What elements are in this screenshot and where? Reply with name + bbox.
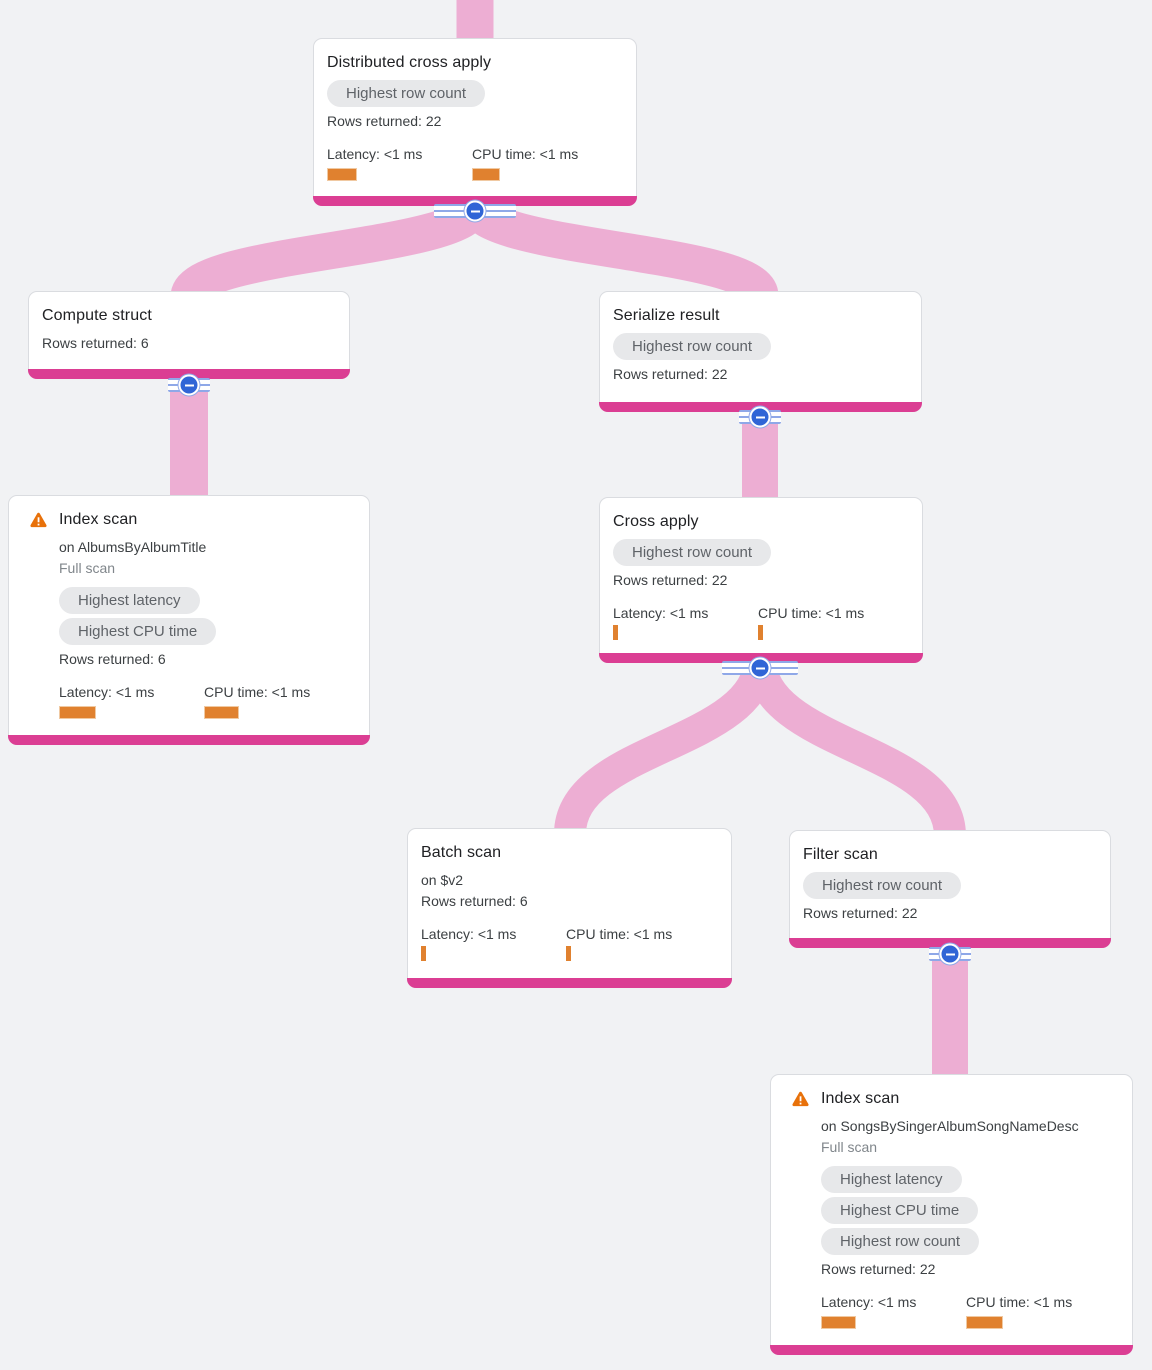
node-title: Compute struct	[42, 307, 152, 324]
badge-highest-row-count: Highest row count	[803, 872, 962, 899]
badge-highest-row-count: Highest row count	[821, 1228, 980, 1255]
latency-bar	[821, 1316, 856, 1329]
cpu-time-bar	[966, 1316, 1003, 1329]
cpu-time-label: CPU time: <1 ms	[472, 146, 579, 162]
rows-returned-label: Rows returned: 6	[42, 335, 149, 351]
badge-highest-cpu-time: Highest CPU time	[821, 1197, 979, 1224]
cpu-time-bar	[472, 168, 500, 181]
rows-returned-label: Rows returned: 22	[613, 572, 728, 588]
node-title: Cross apply	[613, 513, 699, 530]
metrics-row: Latency: <1 ms CPU time: <1 ms	[613, 603, 909, 640]
node-compute-struct[interactable]: Compute struct Rows returned: 6	[28, 291, 350, 379]
minus-icon	[749, 657, 771, 679]
rows-returned-label: Rows returned: 22	[327, 113, 442, 129]
node-title: Serialize result	[613, 307, 720, 324]
minus-icon	[464, 200, 486, 222]
metrics-row: Latency: <1 ms CPU time: <1 ms	[59, 682, 356, 719]
latency-label: Latency: <1 ms	[613, 605, 709, 621]
node-cross-apply[interactable]: Cross apply Highest row count Rows retur…	[599, 497, 923, 663]
rows-returned-label: Rows returned: 22	[821, 1261, 936, 1277]
node-title: Batch scan	[421, 844, 502, 861]
collapse-button[interactable]	[434, 200, 516, 222]
metrics-row: Latency: <1 ms CPU time: <1 ms	[327, 144, 623, 181]
collapse-button[interactable]	[722, 657, 798, 679]
badge-highest-row-count: Highest row count	[613, 539, 772, 566]
minus-icon	[749, 406, 771, 428]
node-footer-bar	[407, 978, 732, 988]
warning-icon	[792, 1091, 809, 1107]
rows-returned-label: Rows returned: 6	[59, 651, 166, 667]
node-distributed-cross-apply[interactable]: Distributed cross apply Highest row coun…	[313, 38, 637, 206]
node-title: Index scan	[821, 1090, 900, 1107]
badge-highest-latency: Highest latency	[59, 587, 200, 614]
latency-bar	[59, 706, 96, 719]
metrics-row: Latency: <1 ms CPU time: <1 ms	[421, 924, 718, 961]
scan-type-label: Full scan	[59, 560, 116, 576]
node-index-scan-albums[interactable]: Index scan on AlbumsByAlbumTitle Full sc…	[8, 495, 370, 745]
node-title: Distributed cross apply	[327, 54, 492, 71]
rows-returned-label: Rows returned: 22	[803, 905, 918, 921]
collapse-button[interactable]	[739, 406, 781, 428]
cpu-time-bar	[204, 706, 239, 719]
latency-bar	[421, 946, 426, 961]
latency-label: Latency: <1 ms	[59, 684, 155, 700]
cpu-time-bar	[566, 946, 571, 961]
metrics-row: Latency: <1 ms CPU time: <1 ms	[821, 1292, 1119, 1329]
latency-label: Latency: <1 ms	[821, 1294, 917, 1310]
latency-label: Latency: <1 ms	[327, 146, 423, 162]
collapse-button[interactable]	[929, 943, 971, 965]
node-filter-scan[interactable]: Filter scan Highest row count Rows retur…	[789, 830, 1111, 948]
cpu-time-label: CPU time: <1 ms	[566, 926, 673, 942]
node-index-scan-songs[interactable]: Index scan on SongsBySingerAlbumSongName…	[770, 1074, 1133, 1355]
node-subtitle: on SongsBySingerAlbumSongNameDesc	[821, 1118, 1079, 1134]
cpu-time-bar	[758, 625, 763, 640]
latency-label: Latency: <1 ms	[421, 926, 517, 942]
node-subtitle: on AlbumsByAlbumTitle	[59, 539, 207, 555]
node-title: Index scan	[59, 511, 138, 528]
minus-icon	[939, 943, 961, 965]
node-footer-bar	[770, 1345, 1133, 1355]
rows-returned-label: Rows returned: 6	[421, 893, 528, 909]
latency-bar	[613, 625, 618, 640]
cpu-time-label: CPU time: <1 ms	[966, 1294, 1073, 1310]
rows-returned-label: Rows returned: 22	[613, 366, 728, 382]
node-subtitle: on $v2	[421, 872, 464, 888]
badge-highest-cpu-time: Highest CPU time	[59, 618, 217, 645]
badge-highest-row-count: Highest row count	[327, 80, 486, 107]
scan-type-label: Full scan	[821, 1139, 878, 1155]
node-title: Filter scan	[803, 846, 878, 863]
minus-icon	[178, 374, 200, 396]
latency-bar	[327, 168, 357, 181]
badge-highest-row-count: Highest row count	[613, 333, 772, 360]
node-serialize-result[interactable]: Serialize result Highest row count Rows …	[599, 291, 922, 412]
cpu-time-label: CPU time: <1 ms	[204, 684, 311, 700]
badge-highest-latency: Highest latency	[821, 1166, 962, 1193]
warning-icon	[30, 512, 47, 528]
node-batch-scan[interactable]: Batch scan on $v2 Rows returned: 6 Laten…	[407, 828, 732, 988]
node-footer-bar	[8, 735, 370, 745]
collapse-button[interactable]	[168, 374, 210, 396]
cpu-time-label: CPU time: <1 ms	[758, 605, 865, 621]
